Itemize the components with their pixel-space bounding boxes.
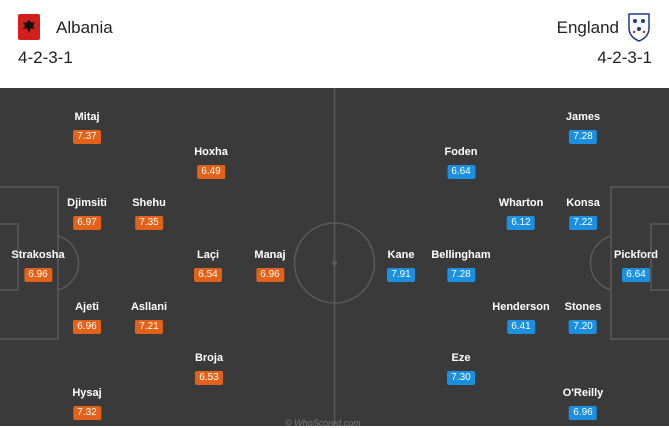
player-name: O'Reilly	[562, 387, 604, 399]
player-home[interactable]: Strakosha 6.96	[11, 249, 65, 282]
player-name: Wharton	[498, 197, 544, 209]
pitch-markings	[0, 88, 669, 426]
player-away[interactable]: Bellingham 7.28	[431, 249, 491, 282]
player-name: Strakosha	[11, 249, 65, 261]
player-name: Ajeti	[75, 301, 99, 313]
player-rating: 7.28	[568, 130, 597, 144]
player-name: Kane	[387, 249, 415, 261]
player-rating: 7.28	[446, 268, 475, 282]
player-rating: 7.35	[135, 216, 163, 230]
player-name: Djimsiti	[67, 197, 107, 209]
player-name: Konsa	[566, 197, 600, 209]
player-rating: 6.97	[72, 216, 101, 230]
player-home[interactable]: Laçi 6.54	[194, 249, 222, 282]
player-rating: 7.37	[73, 130, 101, 144]
player-rating: 7.21	[134, 320, 163, 334]
player-rating: 6.49	[197, 165, 225, 179]
player-home[interactable]: Broja 6.53	[195, 352, 223, 385]
player-rating: 6.54	[194, 268, 222, 282]
player-name: Henderson	[492, 301, 550, 313]
player-name: Asllani	[130, 301, 168, 313]
player-away[interactable]: O'Reilly 6.96	[562, 387, 604, 420]
england-crest-icon	[628, 13, 650, 42]
player-rating: 6.53	[195, 371, 223, 385]
player-rating: 7.32	[72, 406, 101, 420]
player-name: Mitaj	[74, 111, 100, 123]
player-rating: 7.20	[569, 320, 597, 334]
home-team-name[interactable]: Albania	[56, 18, 113, 37]
player-home[interactable]: Shehu 7.35	[132, 197, 166, 230]
pitch: Mitaj 7.37 Hoxha 6.49 Djimsiti 6.97 Sheh…	[0, 88, 669, 426]
player-rating: 7.30	[447, 371, 475, 385]
player-home[interactable]: Mitaj 7.37	[73, 111, 101, 144]
player-away[interactable]: Eze 7.30	[447, 352, 475, 385]
player-name: Stones	[564, 301, 602, 313]
player-rating: 6.41	[507, 320, 535, 334]
albania-flag-icon	[18, 14, 40, 40]
player-rating: 6.12	[506, 216, 535, 230]
player-name: Broja	[194, 352, 224, 364]
away-team-name[interactable]: England	[556, 18, 619, 37]
player-name: Bellingham	[431, 249, 491, 261]
away-formation: 4-2-3-1	[597, 48, 652, 67]
player-away[interactable]: Foden 6.64	[445, 146, 478, 179]
player-home[interactable]: Ajeti 6.96	[73, 301, 101, 334]
player-rating: 7.22	[569, 216, 597, 230]
player-rating: 6.96	[256, 268, 284, 282]
home-formation: 4-2-3-1	[18, 48, 73, 67]
player-rating: 6.64	[621, 268, 650, 282]
player-home[interactable]: Hoxha 6.49	[194, 146, 228, 179]
player-name: Laçi	[196, 249, 219, 261]
player-away[interactable]: Pickford 6.64	[614, 249, 658, 282]
player-name: Manaj	[254, 249, 286, 261]
player-name: Hoxha	[194, 146, 228, 158]
player-away[interactable]: Stones 7.20	[564, 301, 602, 334]
player-name: Pickford	[613, 249, 659, 261]
player-home[interactable]: Manaj 6.96	[254, 249, 286, 282]
player-away[interactable]: Wharton 6.12	[498, 197, 544, 230]
player-away[interactable]: Kane 7.91	[387, 249, 415, 282]
lineup-header: Albania 4-2-3-1 England 4-2-3-1	[0, 0, 669, 88]
player-away[interactable]: James 7.28	[566, 111, 600, 144]
watermark: © WhoScored.com	[285, 418, 361, 428]
player-rating: 6.96	[73, 320, 101, 334]
player-home[interactable]: Djimsiti 6.97	[67, 197, 107, 230]
player-name: Eze	[451, 352, 471, 364]
player-name: James	[565, 111, 601, 123]
player-name: Shehu	[132, 197, 166, 209]
player-rating: 6.96	[569, 406, 597, 420]
player-rating: 6.64	[447, 165, 475, 179]
player-home[interactable]: Asllani 7.21	[131, 301, 167, 334]
player-name: Foden	[444, 146, 478, 158]
player-away[interactable]: Henderson 6.41	[492, 301, 550, 334]
player-away[interactable]: Konsa 7.22	[566, 197, 600, 230]
player-rating: 7.91	[387, 268, 415, 282]
player-rating: 6.96	[23, 268, 52, 282]
player-name: Hysaj	[72, 387, 102, 399]
player-home[interactable]: Hysaj 7.32	[72, 387, 102, 420]
